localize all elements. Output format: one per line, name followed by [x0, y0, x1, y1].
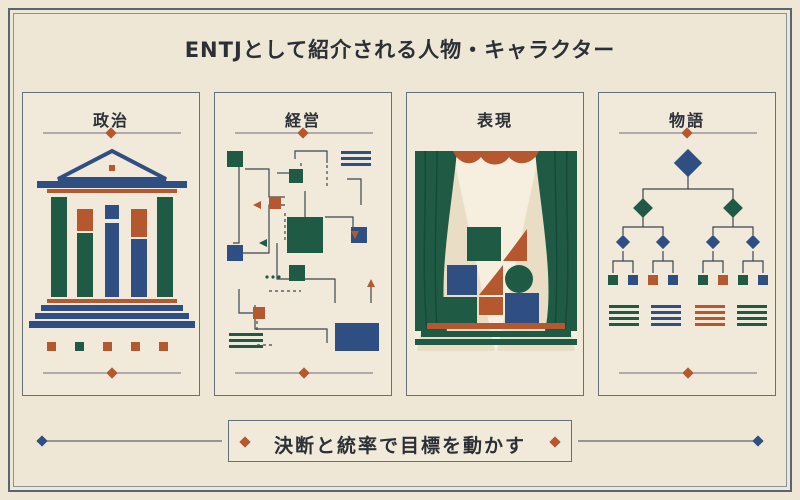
- card-expression: 表現: [406, 92, 584, 396]
- card-title-story: 物語: [668, 111, 705, 130]
- story-tree-icon: [608, 127, 768, 379]
- page-title: ENTJとして紹介される人物・キャラクター: [184, 38, 616, 62]
- card-politics: 政治: [22, 92, 200, 396]
- outer-frame: [8, 8, 792, 492]
- card-business: 経営: [214, 92, 392, 396]
- card-title-politics: 政治: [92, 111, 129, 130]
- card-title-business: 経営: [284, 111, 321, 130]
- footer-text: 決断と統率で目標を動かす: [273, 435, 526, 457]
- theater-stage-icon: [415, 150, 577, 351]
- inner-frame: [13, 13, 787, 487]
- footer-banner: 決断と統率で目標を動かす: [228, 420, 572, 462]
- diamond-icon: [239, 436, 561, 448]
- government-building-icon: [29, 127, 195, 379]
- card-title-expression: 表現: [476, 111, 513, 130]
- business-flowchart-icon: [227, 127, 379, 379]
- card-story: 物語: [598, 92, 776, 396]
